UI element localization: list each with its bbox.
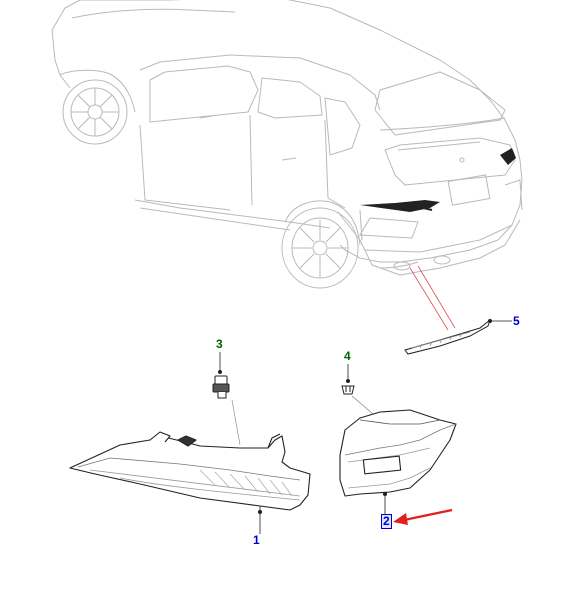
- part-4-screw: [341, 364, 381, 421]
- vehicle-illustration: [51, 0, 523, 289]
- part-3-bulb-holder: [212, 352, 241, 446]
- part-2-tail-lamp: [339, 409, 457, 514]
- callout-5[interactable]: 5: [513, 314, 520, 328]
- callout-3[interactable]: 3: [216, 337, 223, 351]
- callout-4[interactable]: 4: [344, 349, 351, 363]
- red-pointer-arrow: [393, 508, 453, 525]
- location-leader-lines: [409, 265, 456, 331]
- vehicle-tail-lights: [360, 148, 516, 212]
- part-5-rear-reflector: [404, 318, 512, 355]
- callout-2[interactable]: 2: [381, 514, 392, 529]
- part-1-tail-lamp: [69, 431, 311, 534]
- callout-1[interactable]: 1: [253, 533, 260, 547]
